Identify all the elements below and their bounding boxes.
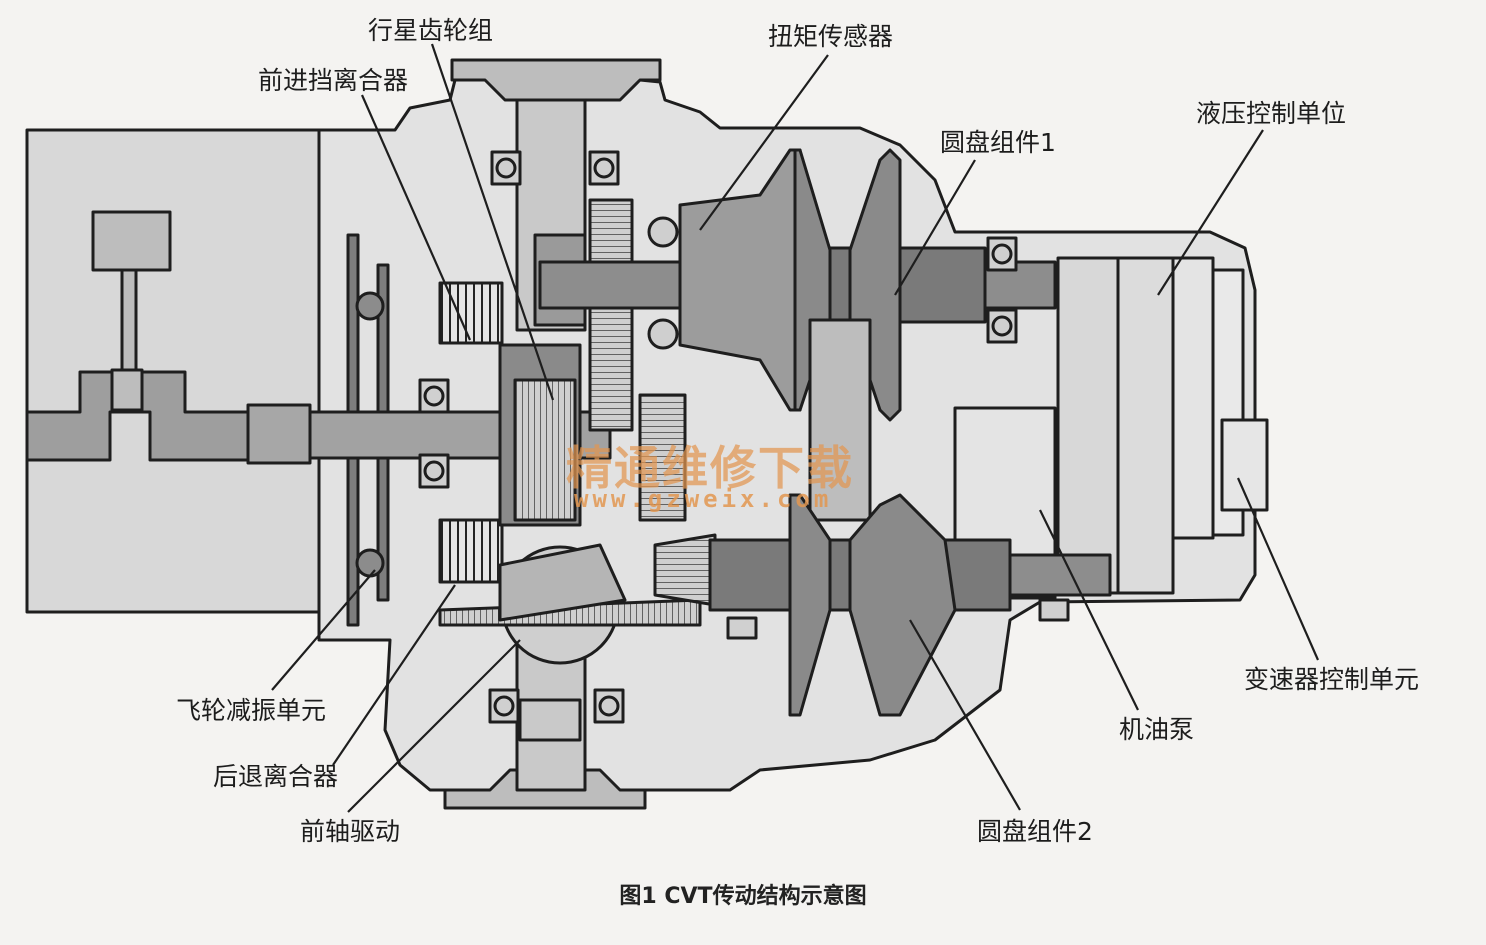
connecting-rod	[120, 268, 138, 372]
watermark-text: 精通维修下载	[566, 441, 854, 495]
drive-belt-upper	[808, 318, 872, 522]
planetary-gears	[513, 378, 577, 522]
upper-flange	[450, 58, 662, 102]
label-flywheel-damper-unit: 飞轮减振单元	[176, 696, 327, 725]
piston	[91, 210, 172, 272]
leader-transmission-control-unit	[1236, 477, 1320, 661]
leader-planetary-gear-set	[430, 43, 555, 401]
secondary-shaft-ext	[1008, 553, 1112, 597]
figure-caption: 图1 CVT传动结构示意图	[619, 884, 867, 909]
label-planetary-gear-set: 行星齿轮组	[368, 16, 494, 45]
leader-reverse-clutch	[332, 584, 456, 766]
hydraulic-unit-b	[1116, 256, 1175, 595]
label-disc-assembly-1: 圆盘组件1	[940, 128, 1056, 157]
label-hydraulic-control-unit: 液压控制单位	[1196, 99, 1347, 128]
torque-sensor-ball-top	[647, 216, 679, 248]
differential-bevel	[498, 543, 627, 622]
label-oil-pump: 机油泵	[1119, 715, 1195, 744]
leader-lines	[271, 43, 1320, 813]
leader-front-axle-drive	[347, 639, 521, 813]
leader-oil-pump	[1039, 509, 1139, 711]
crank-pin	[110, 368, 144, 412]
disc-assembly-2-right	[848, 493, 957, 717]
label-front-axle-drive: 前轴驱动	[300, 817, 401, 846]
transmission-control-unit	[1220, 418, 1269, 512]
differential-shaft	[518, 698, 582, 742]
label-torque-sensor: 扭矩传感器	[768, 22, 894, 51]
hydraulic-unit-c	[1171, 256, 1215, 540]
leader-forward-clutch	[360, 94, 472, 341]
transfer-gear	[588, 198, 634, 432]
label-reverse-clutch: 后退离合器	[213, 762, 339, 791]
damper-ball-top	[355, 291, 385, 321]
watermark-url: www.gzweix.com	[574, 485, 833, 513]
leader-disc-assembly-1	[894, 159, 976, 296]
reverse-clutch-pack	[438, 518, 504, 584]
leader-hydraulic-control-unit	[1157, 129, 1264, 296]
torque-sensor-ball-bottom	[647, 318, 679, 350]
hydraulic-unit-a	[1056, 256, 1120, 595]
shaft-coupler	[246, 403, 312, 465]
leader-disc-assembly-2	[909, 619, 1021, 811]
transfer-gear-small	[638, 393, 687, 522]
label-disc-assembly-2: 圆盘组件2	[977, 817, 1093, 846]
leader-flywheel-damper-unit	[271, 569, 376, 691]
leader-torque-sensor	[699, 54, 829, 231]
disc-assembly-2-left	[788, 493, 832, 717]
drawing-body	[25, 58, 1269, 810]
damper-ball-bottom	[355, 548, 385, 578]
label-forward-clutch: 前进挡离合器	[258, 66, 409, 95]
pinion-gear	[653, 533, 717, 607]
label-transmission-control-unit: 变速器控制单元	[1244, 665, 1420, 694]
